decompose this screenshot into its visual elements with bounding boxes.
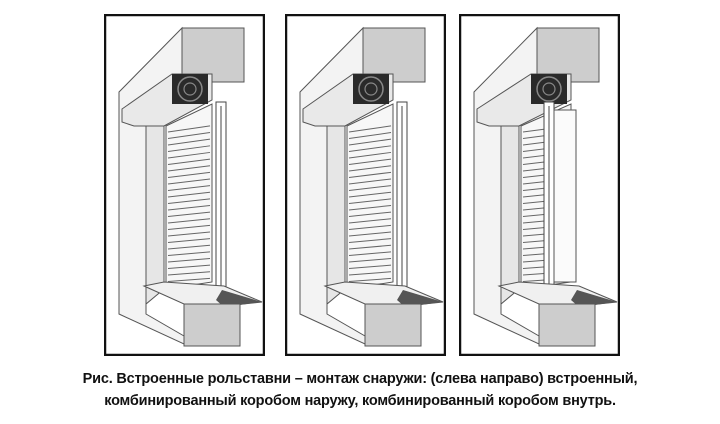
shutter-slat: [348, 271, 392, 276]
combined-inside-shutter-diagram: [459, 14, 620, 356]
outer-sill-ledge: [571, 290, 617, 307]
built-in-shutter-diagram: [104, 14, 265, 356]
shutter-slat: [348, 138, 392, 146]
shutter-slat: [348, 251, 392, 256]
base-block: [183, 303, 241, 347]
diagram-panel-combined-inside: [459, 14, 620, 356]
rolled-shutter-coil: [177, 76, 203, 102]
caption-line-2: комбинированный коробом наружу, комбинир…: [104, 393, 616, 409]
shutter-slat: [167, 271, 211, 276]
shutter-slat: [348, 171, 392, 178]
shutter-slat: [348, 198, 392, 204]
diagram-panel-built-in: [104, 14, 265, 356]
shutter-slat: [167, 244, 211, 250]
shutter-slat: [348, 158, 392, 165]
lintel-block: [362, 27, 426, 83]
shutter-slat: [167, 165, 211, 172]
shutter-slat: [348, 244, 392, 250]
shutter-slat: [167, 198, 211, 204]
shutter-slat: [348, 132, 392, 139]
shutter-slat: [348, 191, 392, 198]
shutter-slat: [167, 264, 211, 269]
shutter-slat: [167, 231, 211, 237]
shutter-slat: [167, 218, 211, 224]
shutter-slat: [348, 277, 392, 282]
shutter-slat: [348, 218, 392, 224]
rolled-shutter-coil-inner: [542, 82, 556, 96]
shutter-slat: [348, 264, 392, 269]
caption-line-1: Рис. Встроенные рольставни – монтаж снар…: [82, 371, 638, 387]
shutter-slat: [167, 178, 211, 185]
shutter-slat: [348, 145, 392, 152]
base-block: [364, 303, 422, 347]
wall-reveal: [500, 113, 520, 306]
figure-caption: Рис. Встроенные рольставни – монтаж снар…: [0, 368, 720, 412]
shutter-slat: [167, 277, 211, 282]
window-sash: [553, 109, 577, 283]
shutter-slat: [348, 231, 392, 237]
shutter-slat: [167, 204, 211, 211]
rolled-shutter-coil-inner: [364, 82, 378, 96]
lintel-block: [181, 27, 245, 83]
shutter-slat: [167, 151, 211, 159]
lintel-block: [536, 27, 600, 83]
outer-sill-ledge: [216, 290, 262, 307]
shutter-slat: [348, 178, 392, 185]
shutter-slat: [167, 132, 211, 139]
shutter-slat: [348, 238, 392, 243]
shutter-slat: [348, 224, 392, 230]
shutter-slat: [348, 165, 392, 172]
shutter-slat: [167, 145, 211, 152]
shutter-slat: [348, 185, 392, 191]
base-block: [538, 303, 596, 347]
outer-sill-ledge: [397, 290, 443, 307]
rolled-shutter-coil-inner: [183, 82, 197, 96]
shutter-slat: [348, 258, 392, 263]
shutter-slat: [167, 211, 211, 217]
shutter-slat: [348, 151, 392, 159]
shutter-slat: [167, 125, 211, 133]
shutter-slat: [167, 224, 211, 230]
shutter-slat: [348, 125, 392, 133]
shutter-slat: [167, 185, 211, 191]
shutter-slat: [167, 191, 211, 198]
shutter-slat: [167, 171, 211, 178]
shutter-slat: [167, 158, 211, 165]
rolled-shutter-coil: [536, 76, 562, 102]
shutter-slat: [348, 204, 392, 211]
shutter-slat: [167, 251, 211, 256]
shutter-slat: [348, 211, 392, 217]
wall-reveal: [145, 113, 165, 306]
combined-outside-shutter-diagram: [285, 14, 446, 356]
diagram-panel-combined-outside: [285, 14, 446, 356]
wall-reveal: [326, 113, 346, 306]
shutter-slat: [167, 138, 211, 146]
shutter-slat: [167, 258, 211, 263]
shutter-slat: [167, 238, 211, 243]
rolled-shutter-coil: [358, 76, 384, 102]
